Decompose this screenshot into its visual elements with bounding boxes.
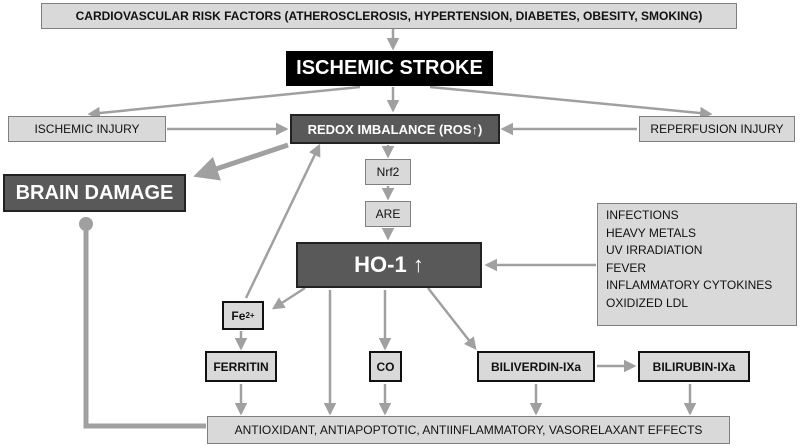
biliverdin-box: BILIVERDIN-IXa <box>477 351 595 382</box>
reperfusion-injury-box: REPERFUSION INJURY <box>639 116 795 142</box>
brain-damage-feedback-line <box>83 222 206 429</box>
inducer-fever: FEVER <box>606 260 647 275</box>
co-box: CO <box>369 351 402 382</box>
risk-factors-box: CARDIOVASCULAR RISK FACTORS (ATHEROSCLER… <box>41 3 737 29</box>
fe2-superscript: 2+ <box>245 311 255 320</box>
arrow-ho1-to-biliverdin <box>427 287 477 350</box>
brain-damage-feedback-dot <box>79 217 93 231</box>
inducer-heavy-metals: HEAVY METALS <box>606 225 697 240</box>
ho1-box: HO-1 ↑ <box>296 242 482 288</box>
arrow-stroke-to-ischemic-injury <box>87 85 361 120</box>
arrow-redox-to-brain <box>193 142 289 181</box>
inducer-inflammatory-cytokines: INFLAMMATORY CYTOKINES <box>606 278 773 292</box>
ischemic-stroke-box: ISCHEMIC STROKE <box>286 51 493 86</box>
inducer-uv-irradiation: UV IRRADIATION <box>606 243 703 257</box>
ferritin-box: FERRITIN <box>205 351 277 382</box>
effects-box: ANTIOXIDANT, ANTIAPOPTOTIC, ANTIINFLAMMA… <box>207 416 730 444</box>
are-box: ARE <box>365 201 411 227</box>
bilirubin-box: BILIRUBIN-IXa <box>638 351 750 382</box>
redox-imbalance-box: REDOX IMBALANCE (ROS↑) <box>290 114 500 144</box>
nrf2-box: Nrf2 <box>365 159 411 185</box>
ischemic-injury-box: ISCHEMIC INJURY <box>8 116 166 142</box>
arrow-fe-to-redox <box>244 143 321 299</box>
ho1-inducers-list: INFECTIONS HEAVY METALS UV IRRADIATION F… <box>597 203 797 326</box>
arrow-stroke-to-reperfusion <box>429 85 713 120</box>
inducer-infections: INFECTIONS <box>606 208 679 222</box>
arrow-ho1-to-fe <box>271 286 306 310</box>
fe2-label: Fe <box>231 308 246 323</box>
brain-damage-box: BRAIN DAMAGE <box>3 174 186 212</box>
inducer-oxidized-ldl: OXIDIZED LDL <box>606 295 689 310</box>
